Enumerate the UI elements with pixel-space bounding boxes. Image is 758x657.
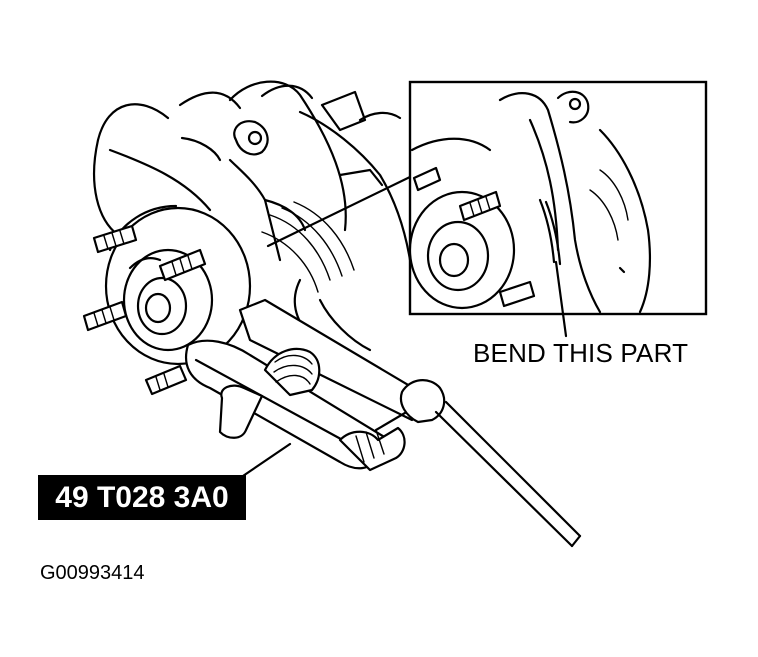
wheel-studs xyxy=(82,224,207,396)
figure-id: G00993414 xyxy=(40,562,145,584)
wheel-stud xyxy=(92,224,138,254)
boot-ribs xyxy=(261,201,355,293)
wheel-hub xyxy=(104,204,252,366)
wheel-stud xyxy=(82,300,128,332)
bend-this-part-label: BEND THIS PART xyxy=(473,338,689,368)
tool-number-badge: 49 T028 3A0 xyxy=(38,475,246,520)
inset-leader-line xyxy=(266,174,414,248)
wheel-stud xyxy=(158,248,207,282)
callout-leader-line xyxy=(554,260,568,338)
inset-detail xyxy=(408,80,708,338)
tool-leader-line xyxy=(238,442,292,480)
wheel-stud xyxy=(144,364,188,396)
ball-joint-puller-tool xyxy=(184,298,422,472)
pry-bar xyxy=(399,379,582,548)
steering-knuckle xyxy=(92,80,412,352)
